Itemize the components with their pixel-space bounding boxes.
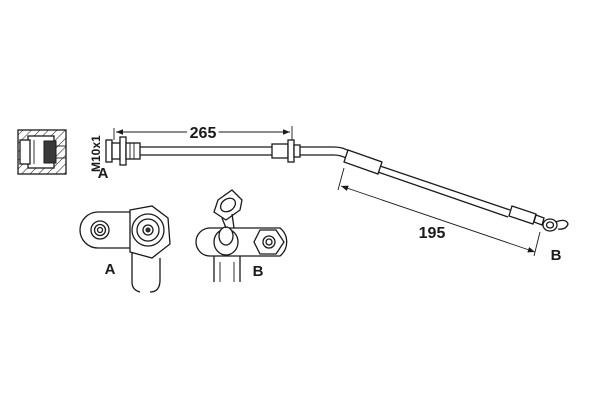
dimension-265: 265 [113, 122, 293, 145]
dimension-265-label: 265 [190, 125, 217, 142]
label-end-b: B [551, 247, 562, 264]
label-end-a: A [98, 165, 109, 182]
fitting-end-a [105, 136, 141, 166]
hose-straight-segment [140, 139, 351, 163]
thread-label: M10x1 [89, 135, 103, 172]
detail-b-view [195, 189, 288, 282]
dimension-195: 195 [337, 167, 541, 257]
detail-a-label: A [105, 261, 116, 278]
detail-a-view [79, 205, 171, 293]
mounting-block [17, 129, 67, 175]
dimension-195-label: 195 [419, 225, 446, 242]
detail-b-label: B [253, 263, 264, 280]
hose-diagonal-segment [343, 149, 569, 232]
